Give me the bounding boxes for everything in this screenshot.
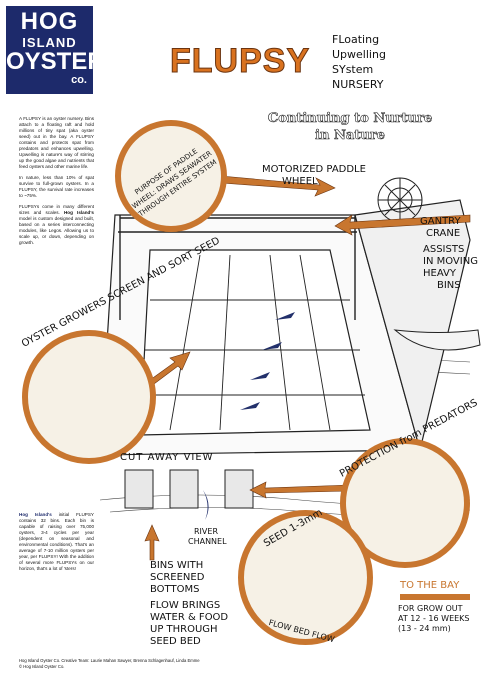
raft-deck	[99, 199, 471, 456]
page-title: FLUPSY	[169, 42, 311, 81]
flow-brings-water-label: FLOW BRINGS WATER & FOOD UP THROUGH SEED…	[150, 600, 228, 648]
definition-line-4: NURSERY	[332, 78, 384, 91]
sidebar-paragraph-2: In nature, less than 10% of spat survive…	[19, 175, 94, 198]
pontoons	[124, 469, 254, 509]
page-subtitle: Continuing to Nurture in Nature	[255, 110, 445, 144]
paddle-wheel-detail-circle	[115, 120, 227, 232]
assists-line-2: IN MOVING	[423, 256, 478, 267]
motorized-line-2: WHEEL	[282, 176, 318, 187]
footer-line-2: © Hog Island Oyster Co.	[19, 663, 65, 669]
river-line-2: CHANNEL	[188, 537, 227, 546]
bins-line-1: BINS WITH	[150, 560, 204, 571]
gantry-line-1: GANTRY	[420, 216, 461, 227]
hog-island-logo: HOG ISLAND OYSTER co.	[6, 6, 105, 94]
assists-line-1: ASSISTS	[423, 244, 465, 255]
logo-line-3: OYSTER	[6, 48, 105, 75]
to-the-bay-arrow	[400, 594, 470, 600]
gantry-line-2: CRANE	[426, 228, 461, 239]
sidebar-paragraph-4: Hog Island's initial FLUPSY contains 32 …	[19, 512, 94, 572]
sidebar-p3-a: FLUPSYs come in many different sizes and…	[19, 204, 94, 215]
assists-line-4: BINS	[437, 280, 461, 291]
sidebar-capacity: Hog Island's initial FLUPSY contains 32 …	[19, 512, 94, 577]
title-definition: FLoating Upwelling SYstem NURSERY	[332, 32, 452, 92]
walkway	[142, 254, 365, 431]
sidebar-p4-text: initial FLUPSY contains 32 bins. Each bi…	[19, 512, 94, 571]
footer-credits: Hog Island Oyster Co. Creative Team: Lau…	[19, 658, 219, 669]
definition-line-1: FLoating	[332, 33, 380, 46]
logo-line-4: co.	[71, 74, 87, 86]
bins-line-2: SCREENED	[150, 572, 205, 583]
blue-flow-arrows	[203, 312, 295, 520]
motorized-line-1: MOTORIZED PADDLE	[262, 164, 366, 175]
oyster-growers-detail-circle	[22, 330, 156, 464]
growout-line-2: AT 12 - 16 WEEKS	[398, 614, 470, 623]
footer-line-1: Hog Island Oyster Co. Creative Team: Lau…	[19, 658, 200, 663]
sidebar-paragraph-1: A FLUPSY is an oyster nursery. Bins atta…	[19, 116, 94, 169]
river-line-1: RIVER	[194, 527, 219, 536]
sidebar-p3-brand: Hog Island's	[63, 210, 94, 215]
bins-line-3: BOTTOMS	[150, 584, 200, 595]
to-the-bay-label: TO THE BAY	[400, 580, 460, 591]
logo-line-2: ISLAND	[22, 35, 77, 50]
subtitle-line-2: in Nature	[315, 128, 385, 144]
flow-line-2: WATER & FOOD	[150, 612, 229, 623]
grow-out-label: FOR GROW OUT AT 12 - 16 WEEKS (13 - 24 m…	[398, 604, 470, 634]
definition-line-2: Upwelling	[332, 48, 386, 61]
subtitle-line-1: Continuing to Nurture	[267, 111, 433, 127]
cutaway-view-label: CUT AWAY VIEW	[120, 452, 214, 463]
assists-label: ASSISTS IN MOVING HEAVY BINS	[423, 244, 478, 292]
flow-line-3: UP THROUGH	[150, 624, 218, 635]
gantry-frame	[118, 215, 357, 320]
sidebar-p3-c: model is custom designed and built, base…	[19, 216, 94, 245]
sidebar-paragraph-3: FLUPSYs come in many different sizes and…	[19, 204, 94, 246]
flow-line-1: FLOW BRINGS	[150, 600, 221, 611]
bins-screened-bottoms-label: BINS WITH SCREENED BOTTOMS	[150, 560, 204, 596]
sidebar-intro: A FLUPSY is an oyster nursery. Bins atta…	[19, 116, 94, 251]
sidebar-p4-brand: Hog Island's	[19, 512, 52, 517]
growout-line-1: FOR GROW OUT	[398, 604, 463, 613]
growout-line-3: (13 - 24 mm)	[398, 624, 451, 633]
flow-line-4: SEED BED	[150, 636, 201, 647]
skiff-boat	[393, 329, 481, 351]
paddle-wheel	[377, 177, 423, 223]
assists-line-3: HEAVY	[423, 268, 456, 279]
logo-line-1: HOG	[20, 8, 79, 35]
motorized-paddle-wheel-label: MOTORIZED PADDLE WHEEL	[262, 164, 366, 188]
river-channel-label: RIVER CHANNEL	[188, 527, 227, 547]
definition-line-3: SYstem	[332, 63, 374, 76]
gantry-crane-label: GANTRY CRANE	[420, 216, 461, 240]
seed-bed-circle	[238, 510, 373, 645]
